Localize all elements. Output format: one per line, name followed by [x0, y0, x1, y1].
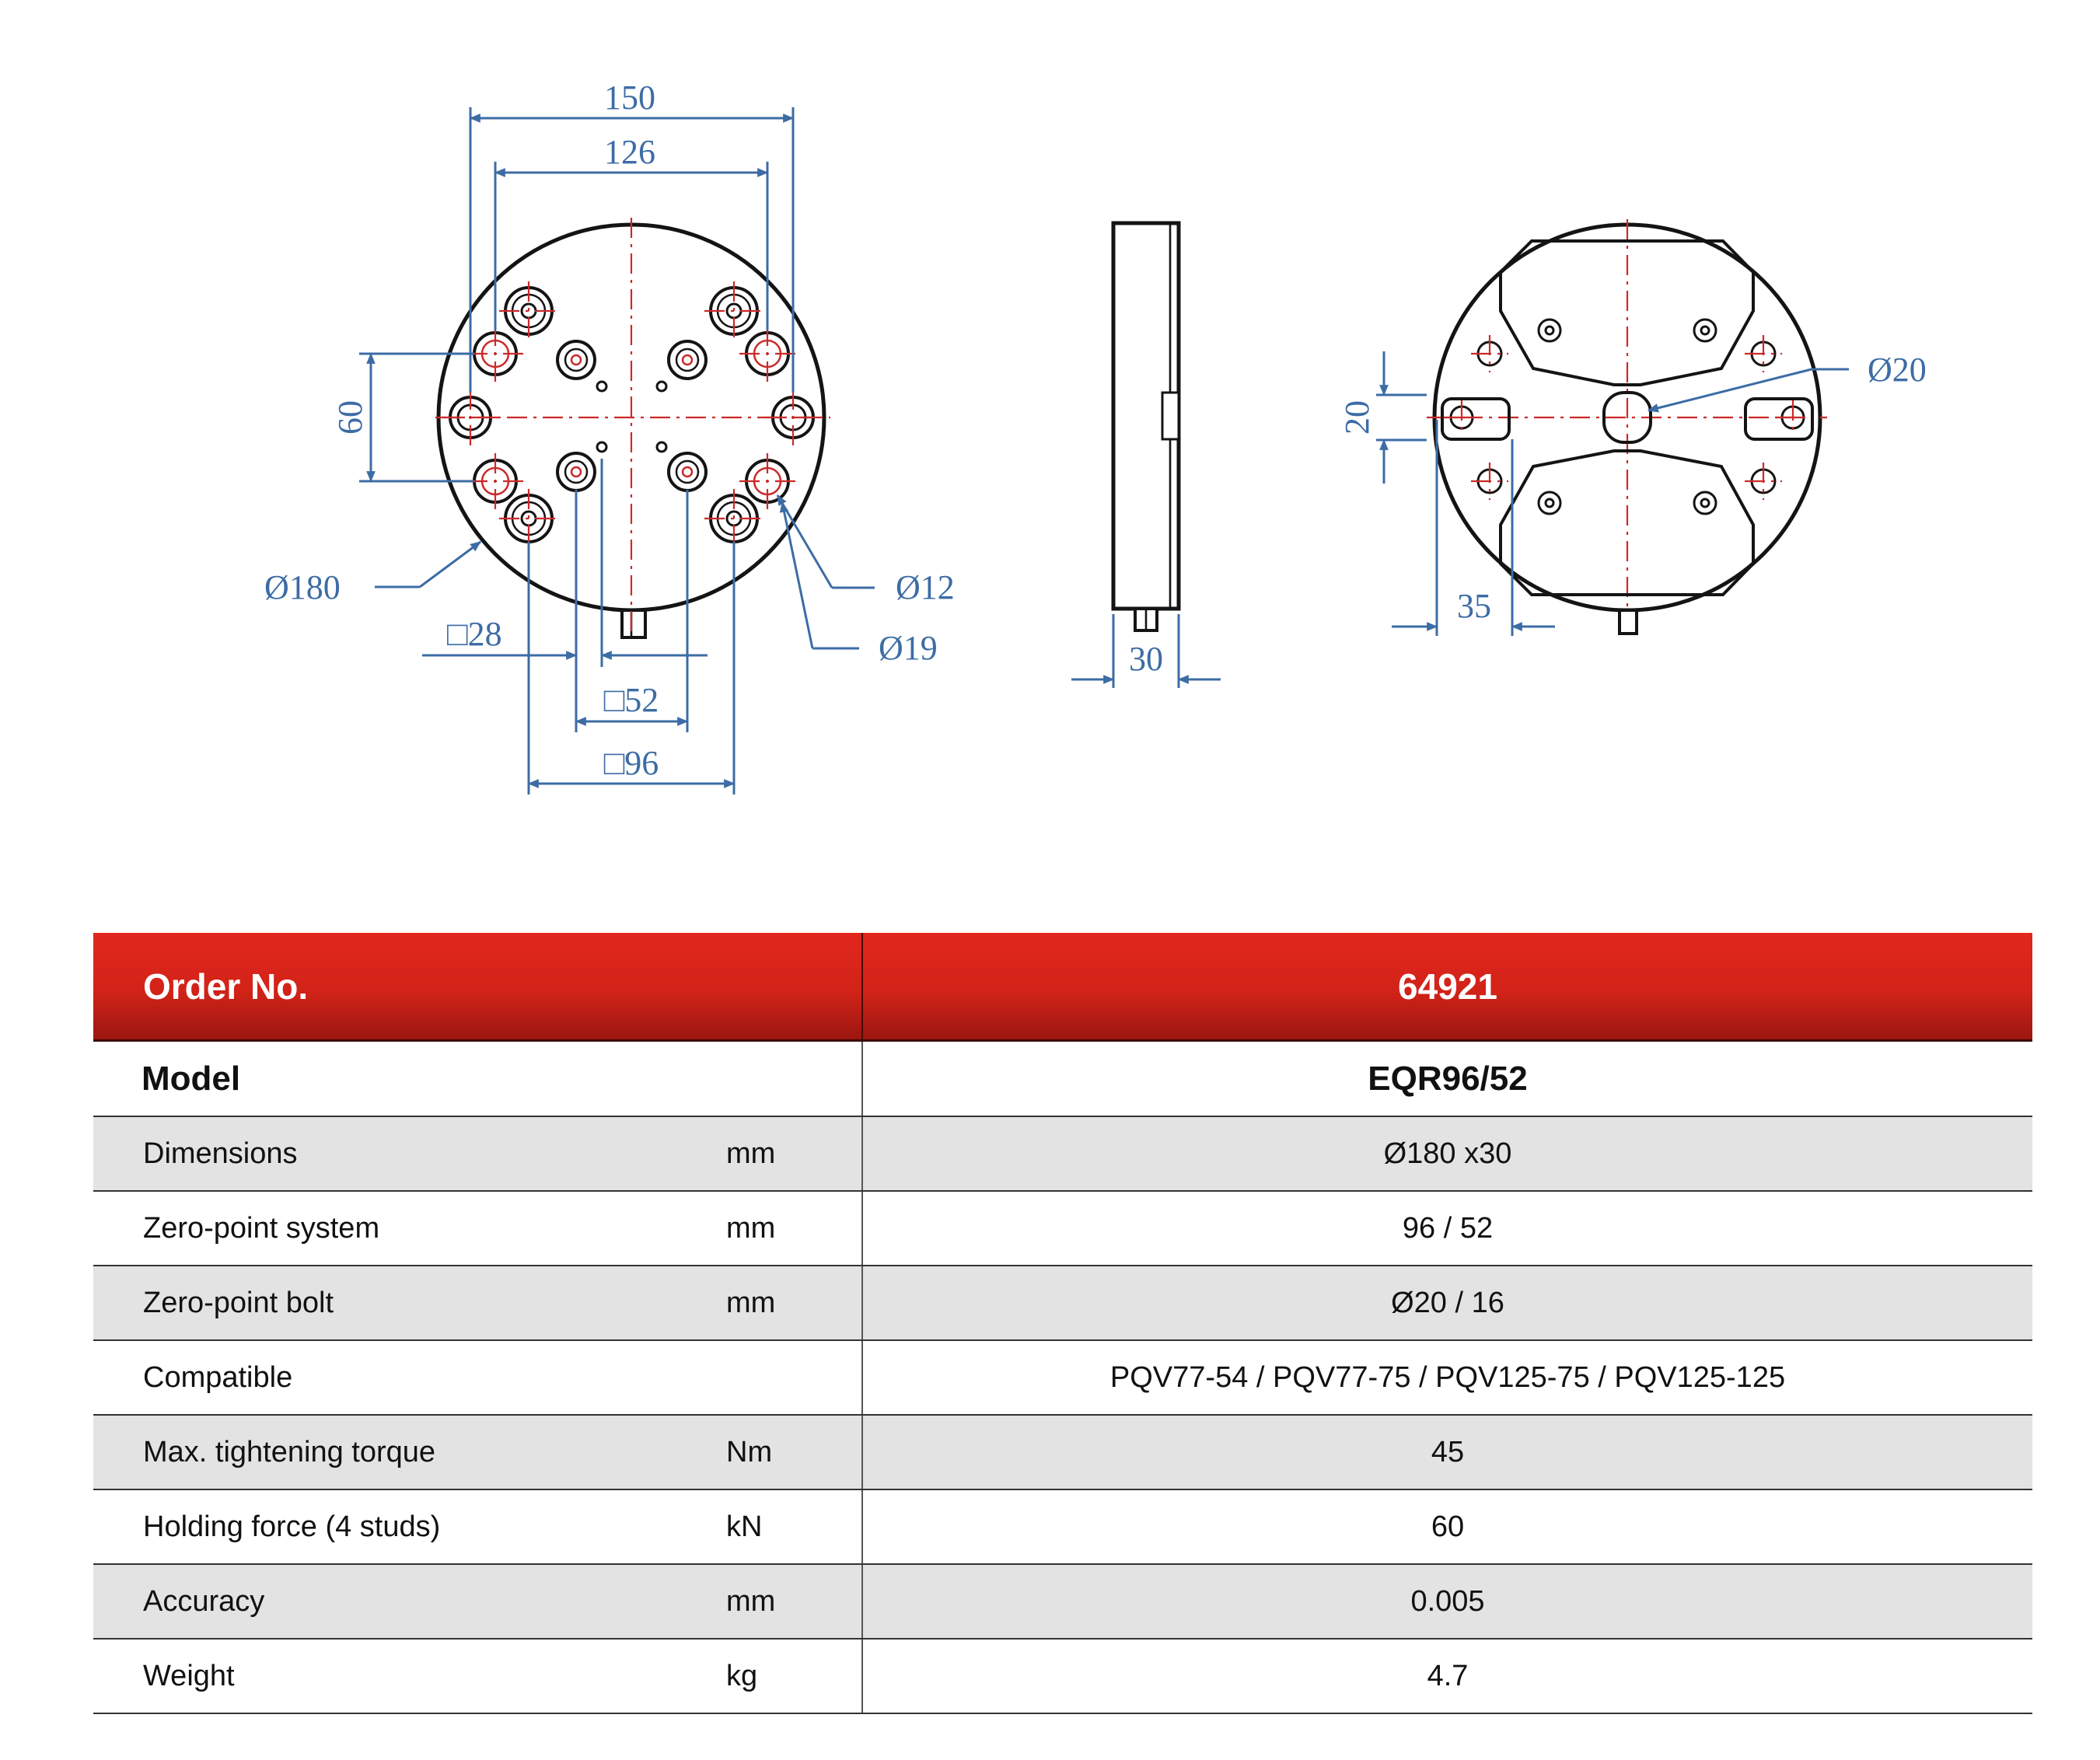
spec-value: 60 [862, 1489, 2032, 1565]
spec-unit: mm [711, 1191, 863, 1266]
model-label: Model [93, 1040, 711, 1117]
spec-value: 0.005 [862, 1564, 2032, 1640]
spec-unit: Nm [711, 1415, 863, 1490]
spec-unit: mm [711, 1116, 863, 1192]
dim-dia20: Ø20 [1868, 351, 1927, 389]
spec-row-zero-point-system: Zero-point system mm 96 / 52 [93, 1191, 2032, 1266]
spec-label: Zero-point system [93, 1191, 711, 1266]
side-view: 30 [1071, 221, 1221, 688]
model-unit [711, 1040, 863, 1117]
order-no-unit [711, 933, 863, 1042]
spec-row-zero-point-bolt: Zero-point bolt mm Ø20 / 16 [93, 1266, 2032, 1341]
spec-label: Max. tightening torque [93, 1415, 711, 1490]
spec-unit: kg [711, 1639, 863, 1714]
spec-value: Ø180 x30 [862, 1116, 2032, 1192]
spec-row-holding-force: Holding force (4 studs) kN 60 [93, 1489, 2032, 1565]
spec-label: Weight [93, 1639, 711, 1714]
front-bolt-stub [620, 609, 647, 639]
spec-unit: kN [711, 1489, 863, 1565]
spec-unit: mm [711, 1564, 863, 1640]
dim-dia12: Ø12 [896, 568, 955, 606]
spec-label: Dimensions [93, 1116, 711, 1192]
spec-value: PQV77-54 / PQV77-75 / PQV125-75 / PQV125… [862, 1340, 2032, 1416]
dim-20: 20 [1338, 400, 1376, 435]
dim-126: 126 [604, 133, 655, 171]
order-no-value: 64921 [862, 933, 2032, 1042]
spec-value: Ø20 / 16 [862, 1266, 2032, 1341]
back-view: Ø20 20 35 [1338, 219, 1927, 636]
dim-sq28: □28 [447, 615, 502, 653]
dim-sq96: □96 [604, 744, 659, 782]
spec-model-row: Model EQR96/52 [93, 1040, 2032, 1117]
dim-35: 35 [1457, 587, 1491, 625]
front-view: 150 126 60 Ø180 Ø12 Ø19 □28 □52 [264, 79, 955, 794]
spec-label: Zero-point bolt [93, 1266, 711, 1341]
spec-value: 4.7 [862, 1639, 2032, 1714]
spec-row-compatible: Compatible PQV77-54 / PQV77-75 / PQV125-… [93, 1340, 2032, 1416]
spec-label: Holding force (4 studs) [93, 1489, 711, 1565]
dim-dia180: Ø180 [264, 568, 341, 606]
technical-drawing: 150 126 60 Ø180 Ø12 Ø19 □28 □52 [264, 79, 1927, 794]
dim-30: 30 [1129, 640, 1163, 678]
spec-header-row: Order No. 64921 [93, 933, 2032, 1042]
model-value: EQR96/52 [862, 1040, 2032, 1117]
spec-row-torque: Max. tightening torque Nm 45 [93, 1415, 2032, 1490]
back-lower-pocket [1499, 449, 1755, 596]
spec-row-accuracy: Accuracy mm 0.005 [93, 1564, 2032, 1640]
spec-row-weight: Weight kg 4.7 [93, 1639, 2032, 1714]
back-upper-pocket [1499, 239, 1755, 386]
spec-row-dimensions: Dimensions mm Ø180 x30 [93, 1116, 2032, 1192]
spec-table: Order No. 64921 Model EQR96/52 Dimension… [93, 933, 2032, 1714]
spec-unit [711, 1340, 863, 1416]
front-hole-pattern [442, 281, 821, 548]
spec-label: Compatible [93, 1340, 711, 1416]
spec-value: 96 / 52 [862, 1191, 2032, 1266]
spec-value: 45 [862, 1415, 2032, 1490]
order-no-label: Order No. [93, 933, 711, 1042]
dim-sq52: □52 [604, 681, 659, 719]
back-bolt-stub [1618, 609, 1638, 635]
dim-150: 150 [604, 79, 655, 117]
spec-unit: mm [711, 1266, 863, 1341]
dim-dia19: Ø19 [879, 629, 938, 667]
spec-label: Accuracy [93, 1564, 711, 1640]
dim-60: 60 [331, 400, 369, 435]
back-center-bolt [1602, 391, 1652, 444]
